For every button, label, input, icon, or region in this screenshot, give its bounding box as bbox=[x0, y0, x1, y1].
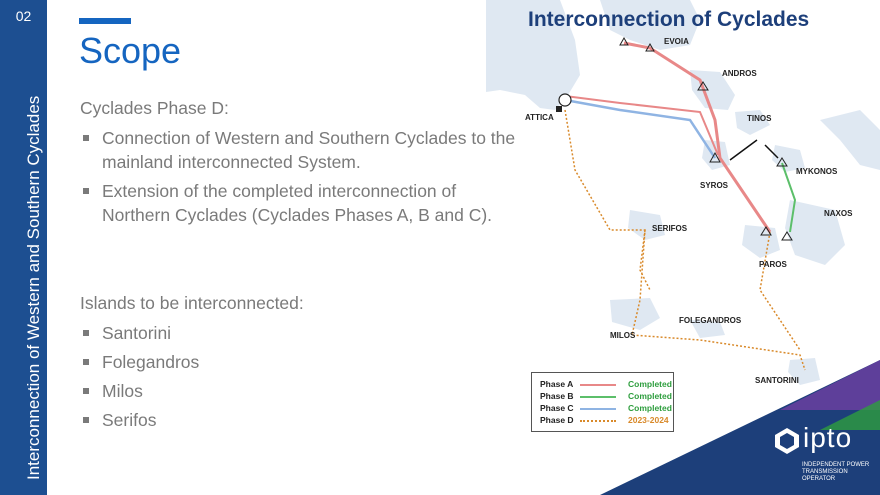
content-body: Cyclades Phase D: Connection of Western … bbox=[80, 96, 520, 437]
legend-line bbox=[580, 396, 616, 398]
map-label-naxos: NAXOS bbox=[824, 209, 853, 218]
folegandros-landmass bbox=[690, 320, 725, 338]
intro-text: Cyclades Phase D: bbox=[80, 98, 229, 118]
bullet-square-icon bbox=[83, 188, 89, 194]
map-label-serifos: SERIFOS bbox=[652, 224, 688, 233]
naxos-landmass bbox=[785, 200, 845, 265]
syros-substation-icon bbox=[709, 151, 721, 163]
milos-landmass bbox=[610, 298, 660, 330]
legend-phase-name: Phase B bbox=[540, 391, 574, 401]
vertical-title: Interconnection of Western and Southern … bbox=[24, 95, 43, 480]
small-islands bbox=[820, 110, 880, 170]
legend-row-phase-a: Phase A Completed bbox=[540, 379, 672, 390]
legend-line bbox=[580, 408, 616, 410]
legend-status: 2023-2024 bbox=[628, 415, 669, 425]
bullet-square-icon bbox=[83, 359, 89, 365]
legend-line bbox=[580, 420, 616, 422]
map-label-folegandros: FOLEGANDROS bbox=[679, 316, 742, 325]
islands-list: Santorini Folegandros Milos Serifos bbox=[80, 321, 520, 432]
legend-phase-name: Phase C bbox=[540, 403, 574, 413]
cyclades-map: EVOIA ANDROS ATTICA TINOS MYKONOS SYROS … bbox=[486, 0, 880, 495]
andros-substation-icon bbox=[697, 81, 709, 91]
phase-c-line bbox=[564, 98, 717, 159]
legend-status: Completed bbox=[628, 379, 672, 389]
page-title: Scope bbox=[79, 30, 182, 71]
mykonos-landmass bbox=[772, 145, 805, 172]
mykonos-connector bbox=[764, 144, 779, 159]
legend-phase-name: Phase A bbox=[540, 379, 574, 389]
attica-station-icon bbox=[556, 106, 562, 112]
legend-status: Completed bbox=[628, 403, 672, 413]
attica-node-icon bbox=[558, 93, 572, 107]
mainland-landmass bbox=[486, 0, 580, 110]
evoia-landmass bbox=[600, 0, 700, 50]
bullet-square-icon bbox=[83, 135, 89, 141]
list-item: Milos bbox=[80, 379, 520, 403]
serifos-landmass bbox=[628, 210, 665, 240]
phase-d-line-2 bbox=[639, 229, 651, 291]
map-label-milos: MILOS bbox=[610, 331, 636, 340]
naxos-substation-icon bbox=[781, 231, 793, 241]
sidebar: 02 Interconnection of Western and Southe… bbox=[0, 0, 47, 495]
logo-subtitle: INDEPENDENT POWER TRANSMISSION OPERATOR bbox=[802, 462, 870, 482]
corner-decoration bbox=[600, 360, 880, 495]
tinos-landmass bbox=[735, 110, 770, 135]
list-item: Folegandros bbox=[80, 350, 520, 374]
bullet-square-icon bbox=[83, 330, 89, 336]
islands-heading: Islands to be interconnected: bbox=[80, 293, 304, 313]
evoia2-substation-icon bbox=[645, 42, 655, 52]
map-label-tinos: TINOS bbox=[747, 114, 772, 123]
legend-row-phase-b: Phase B Completed bbox=[540, 391, 672, 402]
map-label-paros: PAROS bbox=[759, 260, 788, 269]
corner-accent-purple bbox=[780, 360, 880, 410]
list-item: Serifos bbox=[80, 408, 520, 432]
logo-wordmark: ipto bbox=[803, 422, 853, 453]
tinos-connector bbox=[729, 139, 758, 161]
substation-group bbox=[619, 36, 793, 241]
ipto-logo-icon bbox=[775, 428, 799, 454]
slide-number: 02 bbox=[15, 8, 32, 24]
ipto-logo: ipto INDEPENDENT POWER TRANSMISSION OPER… bbox=[775, 422, 869, 482]
map-label-andros: ANDROS bbox=[722, 69, 757, 78]
bullet-square-icon bbox=[83, 417, 89, 423]
legend-row-phase-c: Phase C Completed bbox=[540, 403, 672, 414]
title-accent-bar bbox=[79, 18, 131, 24]
phase-a-line bbox=[623, 41, 772, 233]
phase-b-line bbox=[781, 162, 797, 233]
legend-status: Completed bbox=[628, 391, 672, 401]
mykonos-substation-icon bbox=[776, 157, 788, 167]
corner-accent-green bbox=[820, 400, 880, 430]
paros-landmass bbox=[742, 225, 780, 258]
scope-list: Connection of Western and Southern Cycla… bbox=[80, 126, 520, 227]
map-label-evoia: EVOIA bbox=[664, 37, 689, 46]
legend-phase-name: Phase D bbox=[540, 415, 574, 425]
list-item: Santorini bbox=[80, 321, 520, 345]
paros-substation-icon bbox=[760, 226, 772, 236]
map-label-syros: SYROS bbox=[700, 181, 729, 190]
legend-row-phase-d: Phase D 2023-2024 bbox=[540, 415, 670, 426]
bullet-square-icon bbox=[83, 388, 89, 394]
santorini-landmass bbox=[788, 358, 820, 385]
legend-line bbox=[580, 384, 616, 386]
map-legend: Phase A Completed Phase B Completed Phas… bbox=[531, 372, 674, 432]
phase-c-line-2 bbox=[564, 95, 719, 156]
map-title: Interconnection of Cyclades bbox=[528, 8, 810, 31]
landmass-group bbox=[486, 0, 880, 385]
list-item: Extension of the completed interconnecti… bbox=[80, 179, 520, 227]
evoia-substation-icon bbox=[619, 36, 629, 46]
map-label-mykonos: MYKONOS bbox=[796, 167, 838, 176]
map-label-attica: ATTICA bbox=[525, 113, 554, 122]
list-item: Connection of Western and Southern Cycla… bbox=[80, 126, 520, 174]
map-label-santorini: SANTORINI bbox=[755, 376, 799, 385]
